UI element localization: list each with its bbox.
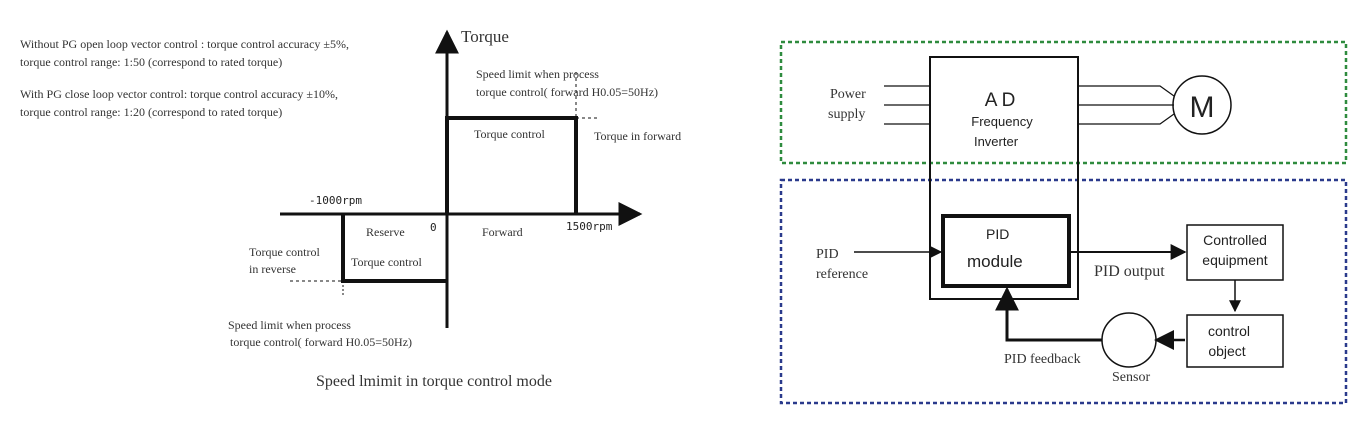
pid-reference-line1: PID [816,247,839,262]
neg-speed-tick: -1000rpm [309,194,362,207]
controlled-equipment-line1: Controlled [1203,232,1267,248]
speed-limit-forward-line2: torque control( forward H0.05=50Hz) [476,85,658,99]
speed-limit-reverse-line2: torque control( forward H0.05=50Hz) [230,335,412,349]
origin-tick: 0 [430,221,437,234]
controlled-equipment-line2: equipment [1202,252,1267,268]
inverter-label-line1: Frequency [971,114,1033,129]
control-object-line1: control [1208,323,1250,339]
torque-diagram-caption: Speed lmimit in torque control mode [316,373,552,390]
torque-control-reverse-label: Torque control [351,255,422,269]
motor-line-1 [1078,85,1175,97]
control-object-line2: object [1208,343,1245,359]
power-supply-line1: Power [830,87,866,102]
pid-feedback-arrow [995,286,1102,342]
motor-symbol [1172,75,1232,135]
pos-speed-tick: 1500rpm [566,220,613,233]
sensor-label: Sensor [1112,370,1150,385]
pid-control-diagram: A D Frequency Inverter Power supply M PI… [779,40,1348,405]
inverter-brand: A D [985,90,1016,111]
note-open-loop-range: torque control range: 1:50 (correspond t… [20,55,282,69]
control-object-box [1186,314,1284,368]
note-open-loop-accuracy: Without PG open loop vector control : to… [20,37,349,51]
pid-reference-line2: reference [816,267,868,282]
motor-line-3 [1078,113,1175,125]
torque-reverse-line2: in reverse [249,262,296,276]
reserve-label: Reserve [366,225,405,239]
speed-limit-reverse-line1: Speed limit when process [228,318,351,332]
forward-torque-curve [445,116,578,214]
pid-module-line2: module [967,252,1023,271]
torque-control-forward-label: Torque control [474,127,545,141]
pid-module-line1: PID [986,226,1009,242]
torque-control-diagram: Without PG open loop vector control : to… [20,27,681,390]
forward-label: Forward [482,225,523,239]
pid-output-label: PID output [1094,263,1165,280]
torque-axis-label: Torque [461,27,509,46]
sensor-circle [1101,312,1157,368]
pid-zone-border [779,178,1348,405]
torque-reverse-line1: Torque control [249,245,320,259]
power-zone-border [779,40,1348,165]
note-close-loop-range: torque control range: 1:20 (correspond t… [20,105,282,119]
power-supply-line2: supply [828,107,865,122]
speed-limit-forward-line1: Speed limit when process [476,67,599,81]
torque-in-forward-label: Torque in forward [594,129,681,143]
pid-feedback-label: PID feedback [1004,352,1081,367]
inverter-label-line2: Inverter [974,134,1019,149]
note-close-loop-accuracy: With PG close loop vector control: torqu… [20,87,338,101]
motor-symbol-label: M [1190,91,1215,124]
